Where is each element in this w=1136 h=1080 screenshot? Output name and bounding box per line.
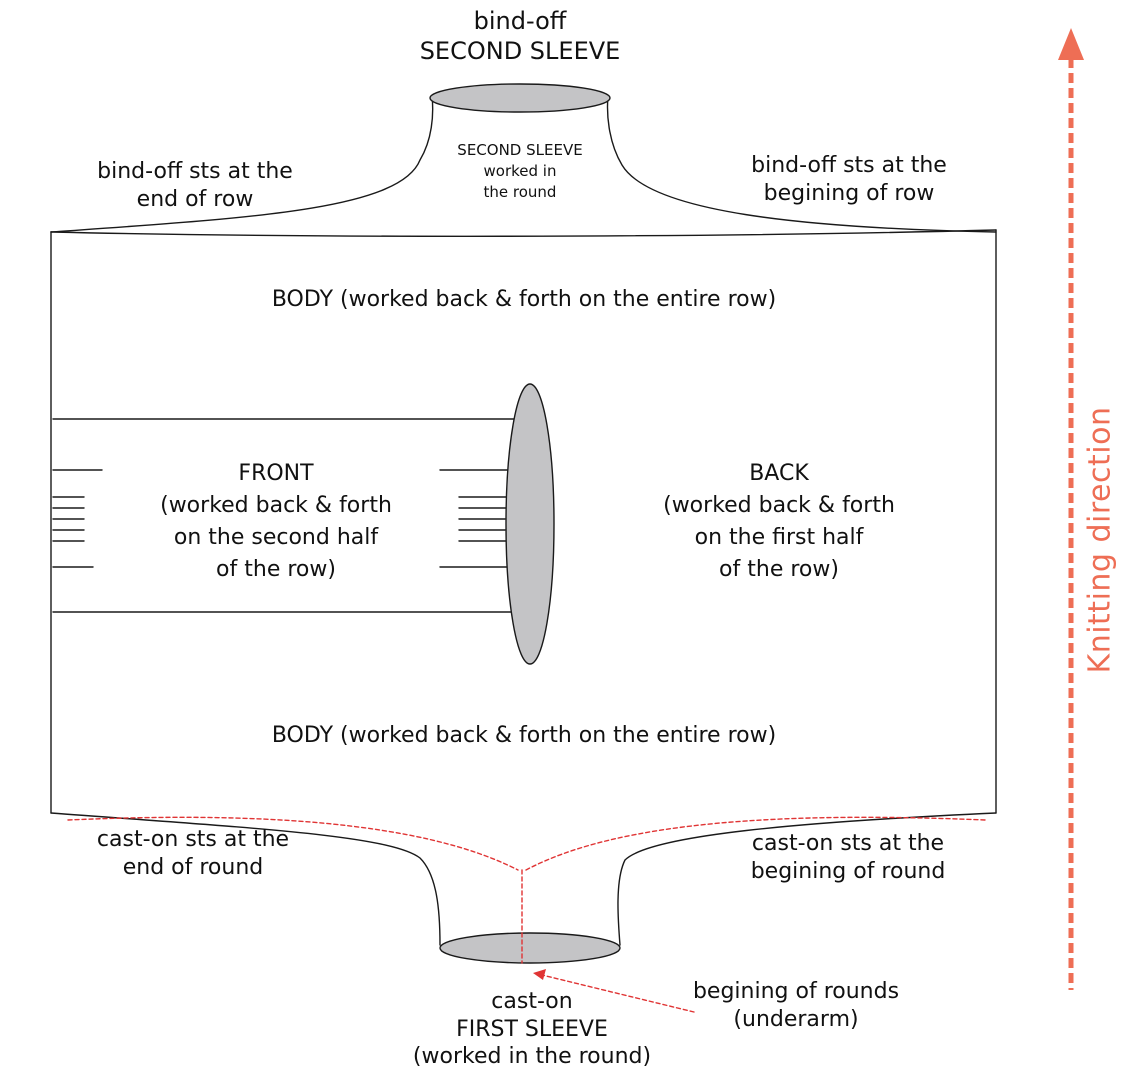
second-sleeve-line-3: the round (483, 183, 557, 201)
top-line-2: SECOND SLEEVE (419, 37, 621, 65)
rounds-start-arrowhead (533, 969, 546, 980)
first-sleeve-opening (439, 932, 621, 964)
bottom-line-3: (worked in the round) (412, 1044, 652, 1069)
dashed-cast-on-right (525, 816, 986, 871)
dashed-cast-on-left (67, 816, 519, 871)
bottom-line-2: FIRST SLEEVE (456, 1016, 608, 1042)
bind-off-begin-label: bind-off sts at the begining of row (751, 152, 947, 207)
second-sleeve-opening (429, 83, 611, 113)
bind-off-end-line-2: end of row (136, 186, 254, 212)
cast-on-end-label: cast-on sts at the end of round (97, 826, 289, 881)
bottom-line-1: cast-on (491, 989, 573, 1014)
rounds-start-line-1: begining of rounds (692, 979, 900, 1004)
back-line-2: (worked back & forth (663, 492, 895, 518)
back-line-1: BACK (749, 461, 809, 486)
rounds-start-line-2: (underarm) (733, 1006, 859, 1032)
bottom-right-flare-curve (617, 812, 997, 946)
front-line-2: (worked back & forth (160, 492, 392, 518)
direction-arrowhead (1058, 28, 1084, 60)
top-left-shoulder-curve (50, 95, 434, 233)
rounds-start-label: begining of rounds (underarm) (693, 978, 899, 1033)
body-bottom-label: BODY (worked back & forth on the entire … (271, 723, 777, 748)
cast-on-end-line-1: cast-on sts at the (96, 827, 290, 852)
back-label: BACK (worked back & forth on the first h… (663, 458, 895, 586)
bind-off-begin-line-2: begining of row (763, 180, 935, 206)
top-bind-off-label: bind-off SECOND SLEEVE (420, 6, 621, 66)
front-line-1: FRONT (238, 461, 314, 486)
cast-on-end-line-2: end of round (122, 854, 264, 880)
knitting-direction-label: Knitting direction (1082, 406, 1118, 674)
rounds-start-arrow-line (541, 974, 695, 1013)
second-sleeve-line-2: worked in (483, 162, 557, 180)
body-top-edge (50, 229, 997, 237)
bottom-left-flare-curve (50, 812, 441, 946)
bind-off-end-line-1: bind-off sts at the (97, 159, 293, 184)
top-right-shoulder-curve (606, 95, 997, 233)
body-top-label: BODY (worked back & forth on the entire … (271, 287, 777, 312)
back-line-4: of the row) (719, 556, 839, 582)
bottom-cast-on-label: cast-on FIRST SLEEVE (worked in the roun… (413, 988, 651, 1071)
second-sleeve-label: SECOND SLEEVE worked in the round (457, 140, 582, 203)
front-line-3: on the second half (173, 524, 379, 550)
armhole-opening (505, 383, 555, 665)
cast-on-begin-label: cast-on sts at the begining of round (751, 830, 946, 885)
bind-off-begin-line-1: bind-off sts at the (751, 153, 947, 178)
front-line-4: of the row) (216, 556, 336, 582)
front-label: FRONT (worked back & forth on the second… (160, 458, 392, 586)
second-sleeve-line-1: SECOND SLEEVE (457, 141, 583, 159)
cast-on-begin-line-1: cast-on sts at the (751, 831, 945, 856)
top-line-1: bind-off (473, 7, 567, 35)
back-line-3: on the first half (694, 524, 864, 550)
cast-on-begin-line-2: begining of round (750, 858, 946, 884)
bind-off-end-label: bind-off sts at the end of row (97, 158, 293, 213)
